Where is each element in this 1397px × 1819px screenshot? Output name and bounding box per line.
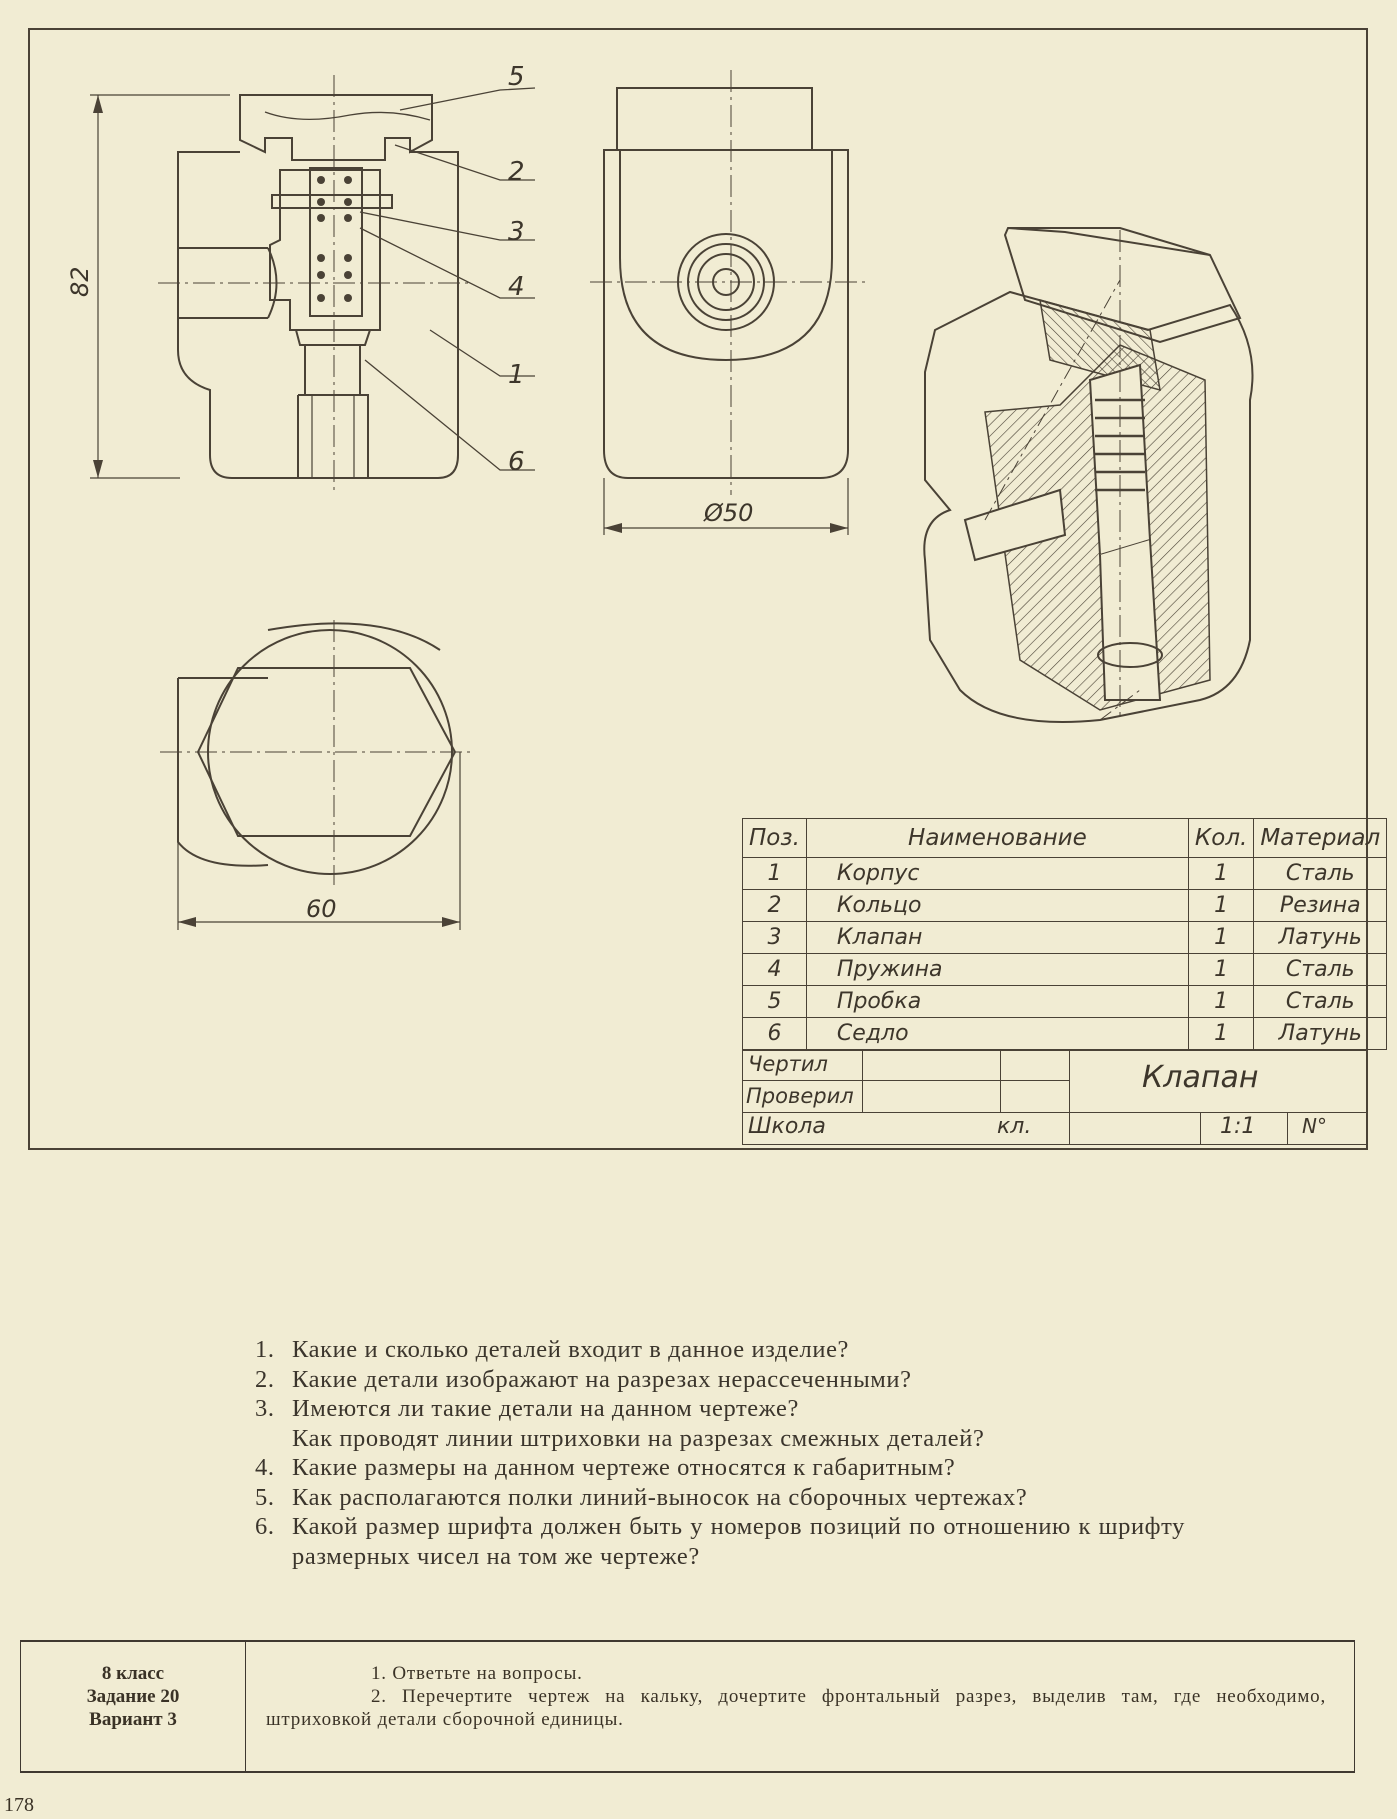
divider [742, 1112, 1368, 1113]
front-view [90, 75, 536, 490]
spec-header-row: Поз. Наименование Кол. Материал [742, 818, 1388, 858]
title-block-left [742, 1050, 1070, 1145]
callout-5: 5 [508, 62, 525, 92]
question-item: 4. Какие размеры на данном чертеже относя… [255, 1453, 1185, 1483]
variant-label: Вариант 3 [89, 1709, 177, 1730]
cell-name: Седло [805, 1017, 1189, 1050]
dimension-width-60: 60 [306, 895, 337, 923]
cell-pos: 3 [742, 921, 807, 954]
header-material: Материал [1253, 818, 1388, 858]
cell-pos: 1 [742, 857, 807, 890]
page-number: 178 [4, 1794, 34, 1816]
question-text: Какие размеры на данном чертеже относятс… [292, 1454, 956, 1481]
header-qty: Кол. [1187, 818, 1255, 858]
cell-name: Пружина [805, 953, 1189, 986]
table-row: 4 Пружина 1 Сталь [742, 953, 1388, 986]
cell-qty: 1 [1187, 953, 1255, 986]
isometric-cutaway-view [923, 226, 1254, 723]
question-number: 6. [255, 1513, 275, 1540]
header-name: Наименование [805, 818, 1189, 858]
table-row: 2 Кольцо 1 Резина [742, 889, 1388, 922]
divider [742, 1080, 1070, 1081]
divider [1287, 1112, 1288, 1145]
cell-material: Сталь [1253, 953, 1388, 986]
question-number: 1. [255, 1336, 275, 1363]
dimension-height-82: 82 [66, 266, 94, 297]
cell-material: Сталь [1253, 985, 1388, 1018]
cell-pos: 5 [742, 985, 807, 1018]
question-item: Как проводят линии штриховки на разрезах… [255, 1424, 1185, 1454]
question-text: Как проводят линии штриховки на разрезах… [292, 1424, 985, 1452]
question-text: Какие и сколько деталей входит в данное … [292, 1336, 850, 1363]
table-row: 5 Пробка 1 Сталь [742, 985, 1388, 1018]
instruction-1: 1. Ответьте на вопросы. [371, 1663, 583, 1684]
scale-value: 1:1 [1220, 1114, 1256, 1139]
callout-3: 3 [508, 217, 525, 247]
drawing-title: Клапан [1142, 1060, 1259, 1095]
table-row: 3 Клапан 1 Латунь [742, 921, 1388, 954]
question-item: 3. Имеются ли такие детали на данном черт… [255, 1394, 1185, 1424]
specification-table: Поз. Наименование Кол. Материал 1 Корпус… [742, 818, 1388, 1050]
school-label: Школа [748, 1114, 826, 1139]
assignment-label: Задание 20 [86, 1686, 180, 1707]
callout-6: 6 [508, 447, 525, 477]
cell-qty: 1 [1187, 985, 1255, 1018]
cell-material: Латунь [1253, 1017, 1388, 1050]
callout-2: 2 [508, 157, 525, 187]
cell-name: Корпус [805, 857, 1189, 890]
cell-pos: 6 [742, 1017, 807, 1050]
question-text: Как располагаются полки линий-выносок на… [292, 1483, 1028, 1511]
dimension-diameter-50: Ø50 [703, 499, 753, 527]
grade-label: 8 класс [101, 1663, 165, 1684]
cell-pos: 2 [742, 889, 807, 922]
callout-4: 4 [508, 272, 525, 302]
cell-name: Пробка [805, 985, 1189, 1018]
class-label: кл. [997, 1114, 1032, 1139]
question-item: 2. Какие детали изображают на разрезах не… [255, 1365, 1185, 1395]
question-text: Имеются ли такие детали на данном чертеж… [292, 1395, 799, 1422]
task-info: 8 класс Задание 20 Вариант 3 [21, 1642, 246, 1771]
header-pos: Поз. [742, 818, 807, 858]
title-block: Чертил Проверил Школа кл. Клапан 1:1 N° [742, 1050, 1368, 1145]
instruction-2: 2. Перечертите чертеж на кальку, дочерти… [266, 1686, 1326, 1730]
table-row: 1 Корпус 1 Сталь [742, 857, 1388, 890]
cell-material: Резина [1253, 889, 1388, 922]
drew-label: Чертил [748, 1052, 828, 1076]
question-text: Какие детали изображают на разрезах нера… [292, 1365, 912, 1393]
cell-material: Сталь [1253, 857, 1388, 890]
question-item: 5. Как располагаются полки линий-выносок … [255, 1483, 1185, 1513]
cell-name: Кольцо [805, 889, 1189, 922]
task-box: 8 класс Задание 20 Вариант 3 1. Ответьте… [20, 1640, 1355, 1773]
cell-pos: 4 [742, 953, 807, 986]
cell-name: Клапан [805, 921, 1189, 954]
cell-qty: 1 [1187, 857, 1255, 890]
question-text: Какой размер шрифта должен быть у номеро… [292, 1513, 1185, 1570]
question-number: 5. [255, 1483, 275, 1511]
top-view [160, 620, 470, 930]
question-number [255, 1424, 292, 1454]
questions-list: 1. Какие и сколько деталей входит в данно… [255, 1335, 1185, 1571]
question-item: 1. Какие и сколько деталей входит в данно… [255, 1335, 1185, 1365]
side-view [590, 70, 870, 535]
question-number: 2. [255, 1365, 275, 1393]
divider [1000, 1050, 1001, 1112]
question-number: 4. [255, 1454, 275, 1481]
cell-qty: 1 [1187, 889, 1255, 922]
question-item: 6. Какой размер шрифта должен быть у номе… [255, 1512, 1185, 1571]
cell-qty: 1 [1187, 1017, 1255, 1050]
cell-material: Латунь [1253, 921, 1388, 954]
checked-label: Проверил [746, 1084, 854, 1108]
drawing-sheet-frame [28, 28, 1368, 1150]
table-row: 6 Седло 1 Латунь [742, 1017, 1388, 1050]
cell-qty: 1 [1187, 921, 1255, 954]
question-number: 3. [255, 1395, 275, 1422]
number-label: N° [1302, 1114, 1327, 1138]
divider [862, 1050, 863, 1112]
task-instructions: 1. Ответьте на вопросы. 2. Перечертите ч… [266, 1662, 1326, 1731]
title-block-frame [742, 1050, 1368, 1145]
callout-1: 1 [508, 360, 525, 390]
divider [1200, 1112, 1201, 1145]
